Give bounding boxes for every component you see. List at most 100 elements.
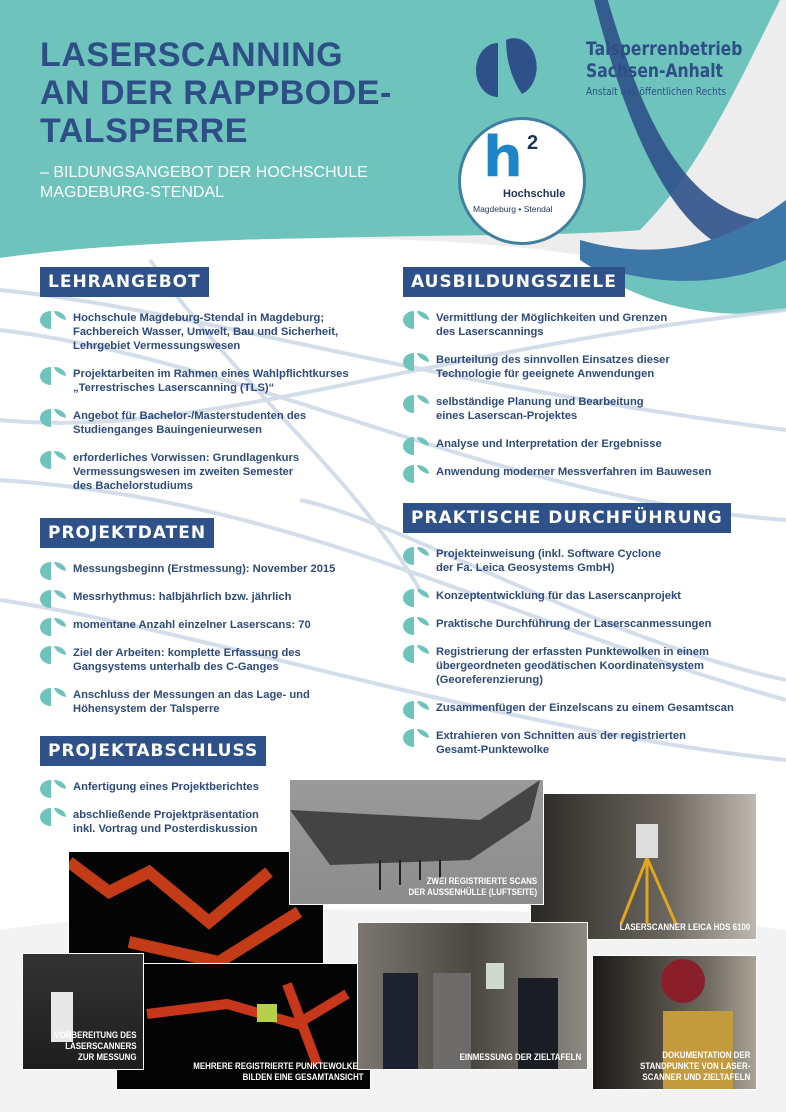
subtitle-line: – BILDUNGSANGEBOT DER HOCHSCHULE (40, 164, 368, 181)
logo-letter: h (483, 125, 523, 190)
list-item: Analyse und Interpretation der Ergebniss… (403, 437, 711, 455)
bullet-icon (403, 437, 429, 455)
list-item-line: Messrhythmus: halbjährlich bzw. jährlich (73, 591, 292, 603)
section-heading: PROJEKTABSCHLUSS (40, 736, 267, 766)
list-item-line: Vermessungswesen im zweiten Semester (73, 466, 294, 478)
section-heading: PROJEKTDATEN (40, 518, 215, 548)
caption-line: LASERSCANNER LEICA HDS 6100 (619, 922, 750, 932)
list-item-line: momentane Anzahl einzelner Laserscans: 7… (73, 619, 311, 631)
bullet-list: Hochschule Magdeburg-Stendal in Magdebur… (40, 311, 349, 493)
hochschule-logo: h 2 Hochschule Magdeburg • Stendal (458, 117, 586, 245)
caption-line: VORBEREITUNG DES (54, 1030, 137, 1040)
bullet-icon (403, 395, 429, 413)
dam-pointcloud-image (290, 780, 540, 890)
talsperrenbetrieb-logo: Talsperrenbetrieb Sachsen-Anhalt Anstalt… (586, 38, 777, 98)
org-name: Sachsen-Anhalt (586, 60, 724, 82)
list-item: Hochschule Magdeburg-Stendal in Magdebur… (40, 311, 349, 353)
list-item-line: des Bachelorstudiums (73, 480, 193, 492)
list-item: Beurteilung des sinnvollen Einsatzes die… (403, 353, 711, 381)
list-item-line: Hochschule Magdeburg-Stendal in Magdebur… (73, 312, 325, 324)
scanner-prep-image (51, 992, 73, 1042)
photo-leica-scanner: LASERSCANNER LEICA HDS 6100 (530, 793, 757, 940)
caption-line: SCANNER UND ZIELTAFELN (642, 1072, 750, 1082)
section-heading: PRAKTISCHE DURCHFÜHRUNG (403, 503, 731, 533)
org-tagline: Anstalt des öffentlichen Rechts (586, 85, 727, 98)
list-item-line: Konzeptentwicklung für das Laserscanproj… (436, 590, 681, 602)
list-item: Projekteinweisung (inkl. Software Cyclon… (403, 547, 734, 575)
list-item: momentane Anzahl einzelner Laserscans: 7… (40, 618, 335, 636)
list-item-line: (Georeferenzierung) (436, 674, 543, 686)
caption-line: LASERSCANNERS (65, 1041, 137, 1051)
caption-line: STANDPUNKTE VON LASER- (639, 1061, 750, 1071)
list-item-line: Technologie für geeignete Anwendungen (436, 368, 655, 380)
list-item-line: Gangsystems unterhalb des C-Ganges (73, 661, 279, 673)
title-line: TALSPERRE (40, 112, 248, 150)
list-item-line: Angebot für Bachelor-/Masterstudenten de… (73, 410, 307, 422)
caption-line: ZWEI REGISTRIERTE SCANS (426, 876, 537, 886)
section-heading: AUSBILDUNGSZIELE (403, 267, 625, 297)
section-ausbildungsziele: AUSBILDUNGSZIELE Vermittlung der Möglichk… (403, 267, 711, 493)
list-item: Vermittlung der Möglichkeiten und Grenze… (403, 311, 711, 339)
list-item: Messrhythmus: halbjährlich bzw. jährlich (40, 590, 335, 608)
bullet-icon (40, 618, 66, 636)
title-line: LASERSCANNING (40, 36, 344, 74)
list-item: Angebot für Bachelor-/Masterstudenten de… (40, 409, 349, 437)
list-item-line: Anschluss der Messungen an das Lage- und (73, 689, 310, 701)
list-item-line: Zusammenfügen der Einzelscans zu einem G… (436, 702, 734, 714)
bullet-list: Projekteinweisung (inkl. Software Cyclon… (403, 547, 734, 757)
pointcloud-overview-image (146, 982, 350, 1066)
bullet-icon (40, 562, 66, 580)
list-item-line: eines Laserscan-Projektes (436, 410, 578, 422)
photo-caption: LASERSCANNER LEICA HDS 6100 (620, 922, 750, 933)
list-item: Praktische Durchführung der Laserscanmes… (403, 617, 734, 635)
logo-sup: 2 (527, 132, 539, 154)
section-projektabschluss: PROJEKTABSCHLUSS Anfertigung eines Projek… (40, 736, 267, 850)
bullet-icon (403, 465, 429, 483)
list-item: Anwendung moderner Messverfahren im Bauw… (403, 465, 712, 483)
list-item-line: Projektarbeiten im Rahmen eines Wahlpfli… (73, 368, 349, 380)
list-item-line: Höhensystem der Talsperre (73, 703, 220, 715)
caption-line: ZUR MESSUNG (78, 1052, 137, 1062)
list-item: erforderliches Vorwissen: Grundlagenkurs… (40, 451, 349, 493)
bullet-icon (40, 590, 66, 608)
photo-red-pointcloud (68, 851, 324, 966)
section-durchfuehrung: PRAKTISCHE DURCHFÜHRUNG Projekteinweisung… (403, 503, 734, 771)
caption-line: DOKUMENTATION DER (661, 1050, 750, 1060)
list-item-line: Vermittlung der Möglichkeiten und Grenze… (436, 312, 668, 324)
people-image (383, 963, 558, 1069)
pointcloud-image (69, 857, 303, 965)
list-item: Anfertigung eines Projektberichtes (40, 780, 266, 798)
list-item-line: Beurteilung des sinnvollen Einsatzes die… (436, 354, 670, 366)
list-item-line: selbständige Planung und Bearbeitung (436, 396, 644, 408)
list-item-line: Anfertigung eines Projektberichtes (73, 781, 259, 793)
list-item: Registrierung der erfassten Punktewolken… (403, 645, 734, 687)
list-item: Anschluss der Messungen an das Lage- und… (40, 688, 335, 716)
subtitle-line: MAGDEBURG-STENDAL (40, 184, 225, 201)
bullet-icon (40, 367, 66, 385)
caption-line: BILDEN EINE GESAMTANSICHT (243, 1072, 364, 1082)
bullet-icon (403, 645, 429, 663)
list-item-line: übergeordneten geodätischen Koordinatens… (436, 660, 704, 672)
section-heading: LEHRANGEBOT (40, 267, 209, 297)
section-lehrangebot: LEHRANGEBOT Hochschule Magdeburg-Stendal … (40, 267, 349, 507)
list-item-line: Messungsbeginn (Erstmessung): November 2… (73, 563, 336, 575)
bullet-list: Anfertigung eines Projektberichtes abschl… (40, 780, 266, 836)
list-item-line: Anwendung moderner Messverfahren im Bauw… (436, 466, 712, 478)
list-item: Zusammenfügen der Einzelscans zu einem G… (403, 701, 734, 719)
bullet-list: Messungsbeginn (Erstmessung): November 2… (40, 562, 335, 716)
list-item: selbständige Planung und Bearbeitung eine… (403, 395, 711, 423)
list-item-line: Ziel der Arbeiten: komplette Erfassung d… (73, 647, 301, 659)
list-item: Konzeptentwicklung für das Laserscanproj… (403, 589, 734, 607)
list-item-line: erforderliches Vorwissen: Grundlagenkurs (73, 452, 300, 464)
bullet-icon (40, 780, 66, 798)
list-item-line: Lehrgebiet Vermessungswesen (73, 340, 241, 352)
list-item: Messungsbeginn (Erstmessung): November 2… (40, 562, 336, 580)
